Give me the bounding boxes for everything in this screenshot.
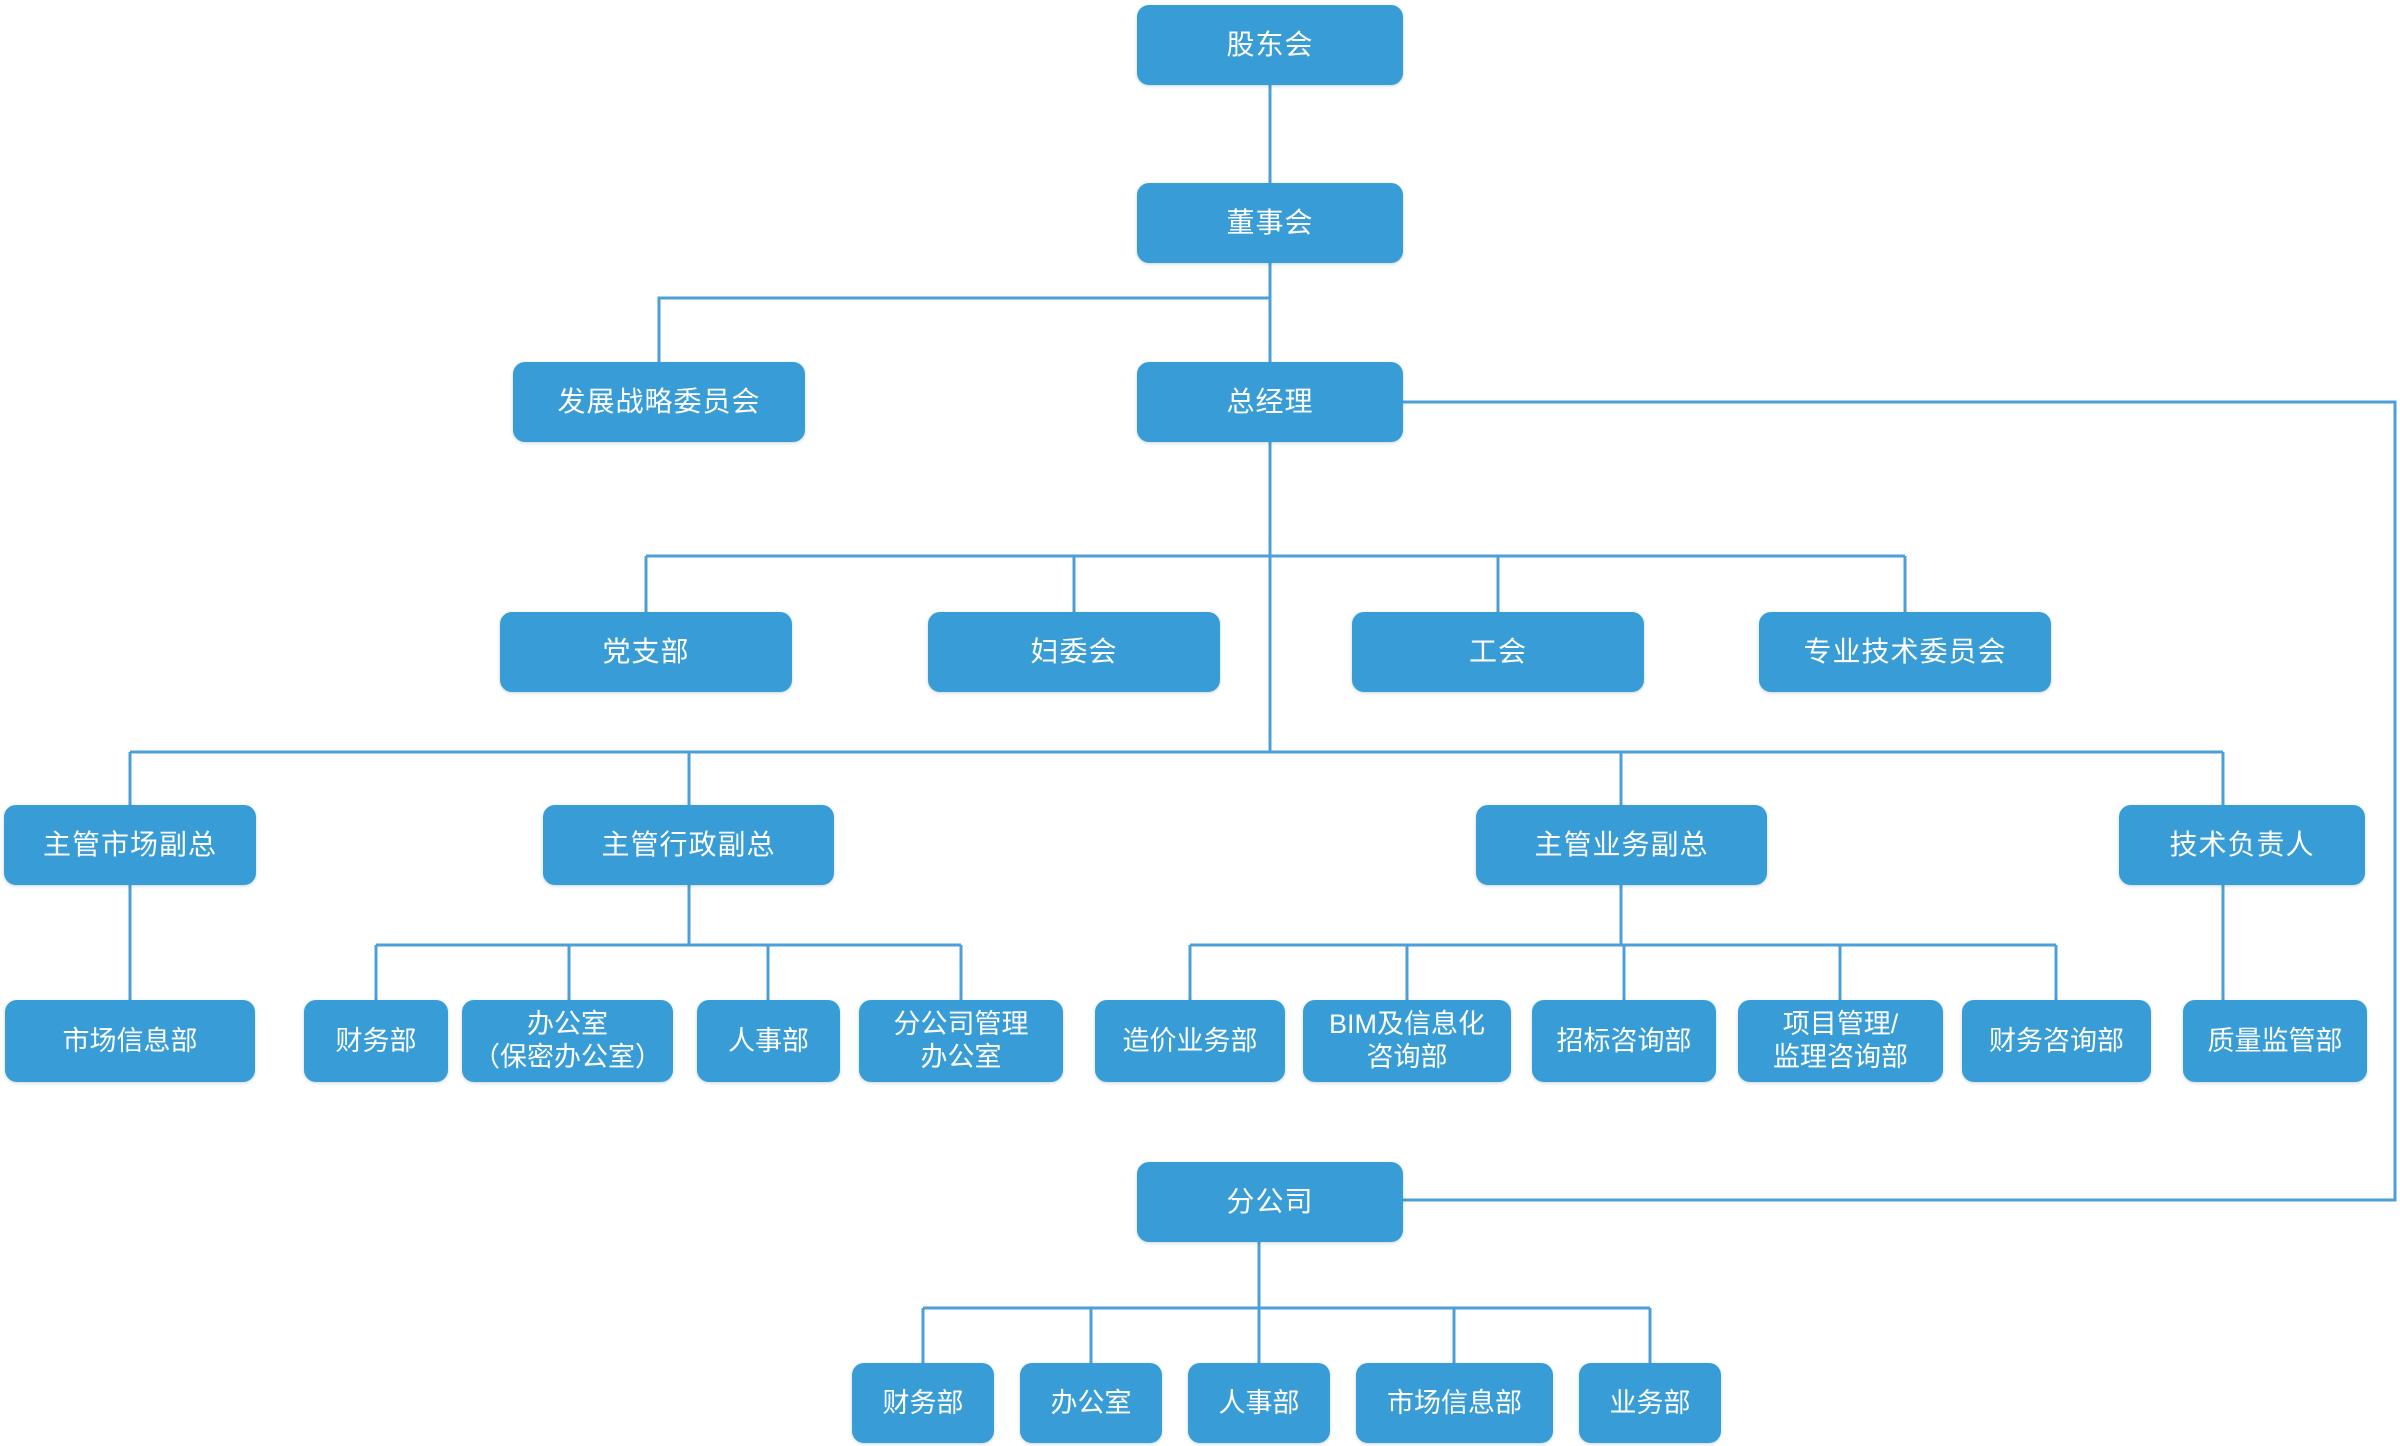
org-node-branch-hr-dept: 人事部 [1188, 1363, 1330, 1443]
org-node-quality-dept: 质量监管部 [2183, 1000, 2367, 1082]
org-node-vp-market: 主管市场副总 [4, 805, 256, 885]
org-node-office-dept: 办公室 （保密办公室） [462, 1000, 673, 1082]
org-node-finance-consulting-dept: 财务咨询部 [1962, 1000, 2151, 1082]
org-node-hr-dept: 人事部 [697, 1000, 840, 1082]
org-node-branch-company: 分公司 [1137, 1162, 1403, 1242]
org-node-branch-mgmt-office: 分公司管理 办公室 [859, 1000, 1063, 1082]
org-node-pm-supervision-dept: 项目管理/ 监理咨询部 [1738, 1000, 1943, 1082]
org-node-tech-director: 技术负责人 [2119, 805, 2365, 885]
org-node-branch-office: 办公室 [1020, 1363, 1162, 1443]
org-node-bim-dept: BIM及信息化 咨询部 [1303, 1000, 1511, 1082]
org-node-branch-market-info-dept: 市场信息部 [1356, 1363, 1553, 1443]
org-node-bidding-dept: 招标咨询部 [1532, 1000, 1716, 1082]
org-node-shareholders: 股东会 [1137, 5, 1403, 85]
org-node-board: 董事会 [1137, 183, 1403, 263]
org-node-finance-dept: 财务部 [304, 1000, 448, 1082]
org-node-cost-dept: 造价业务部 [1095, 1000, 1285, 1082]
org-node-strategy-committee: 发展战略委员会 [513, 362, 805, 442]
org-node-market-info-dept: 市场信息部 [5, 1000, 255, 1082]
org-node-vp-admin: 主管行政副总 [543, 805, 834, 885]
org-node-general-manager: 总经理 [1137, 362, 1403, 442]
org-node-branch-finance-dept: 财务部 [852, 1363, 994, 1443]
org-connector-2 [657, 296, 1270, 362]
org-node-tech-committee: 专业技术委员会 [1759, 612, 2051, 692]
org-node-womens-committee: 妇委会 [928, 612, 1220, 692]
org-node-branch-business-dept: 业务部 [1579, 1363, 1721, 1443]
org-node-labor-union: 工会 [1352, 612, 1644, 692]
org-node-party-branch: 党支部 [500, 612, 792, 692]
org-node-vp-business: 主管业务副总 [1476, 805, 1767, 885]
org-connector-29 [1403, 400, 2397, 1202]
